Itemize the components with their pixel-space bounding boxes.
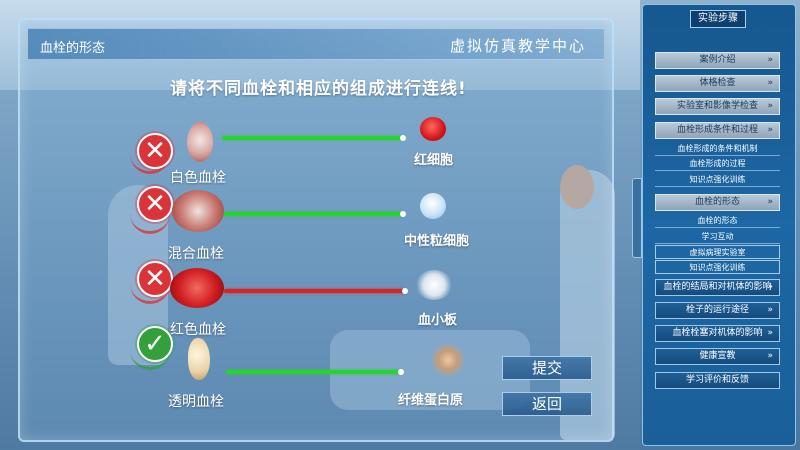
sidebar-title: 实验步骤 [690,10,746,28]
scene-wall [0,90,640,450]
chevron-down-icon: » [767,197,773,207]
chevron-right-icon: » [767,305,773,315]
back-button[interactable]: 返回 [502,392,592,416]
step-label: 健康宣教 [699,351,736,361]
step-health-education[interactable]: 健康宣教 » [655,348,780,365]
component-label: 红细胞 [414,153,454,168]
center-title: 虚拟仿真教学中心 [449,37,586,55]
instruction-text: 请将不同血栓和相应的组成进行连线! [170,79,467,99]
sub-morphology[interactable]: 血栓的形态 [655,214,780,228]
wrong-swirl-icon [130,212,170,234]
step-case-intro[interactable]: 案例介绍 » [655,52,780,69]
step-thrombus-formation[interactable]: 血栓形成条件和过程 » [655,122,780,139]
chevron-right-icon: » [767,78,773,88]
red-blood-cell-image[interactable] [420,117,446,141]
sidebar-collapse-handle[interactable] [632,178,642,258]
chevron-right-icon: » [767,351,773,361]
line-endpoint [400,211,406,217]
component-label: 中性粒细胞 [404,234,470,249]
step-label: 血栓的结局和对机体的影响 [663,282,772,292]
connection-line [224,212,404,216]
wrong-mark-icon: ✕ [137,261,173,297]
line-endpoint [402,288,408,294]
wrong-mark-icon: ✕ [137,186,173,222]
correct-mark-icon: ✓ [137,326,173,362]
step-label: 案例介绍 [699,55,736,65]
thrombus-label: 红色血栓 [170,322,226,338]
wrong-swirl-icon [130,152,170,174]
step-embolism-effects[interactable]: 血栓栓塞对机体的影响 » [655,325,780,342]
thrombus-label: 混合血栓 [168,246,224,262]
panel-title: 血栓的形态 [40,41,106,56]
connection-line [222,136,404,140]
step-label: 体格检查 [699,78,736,88]
panel-header: 血栓的形态 虚拟仿真教学中心 [28,28,604,60]
connection-line [226,370,402,374]
neutrophil-image[interactable] [420,193,446,219]
component-label: 纤维蛋白原 [398,393,464,408]
step-label: 栓子的运行途径 [685,305,749,315]
thrombus-label: 透明血栓 [168,394,224,410]
connection-line [224,289,406,293]
thrombus-label: 白色血栓 [170,170,226,186]
sub-formation-process[interactable]: 血栓形成的过程 [655,157,780,171]
chevron-down-icon: » [767,125,773,135]
chevron-right-icon: » [767,328,773,338]
step-label: 血栓栓塞对机体的影响 [672,328,763,338]
scene-doctor-head [560,165,594,209]
step-evaluation-feedback[interactable]: 学习评价和反馈 [655,372,780,389]
step-physical-exam[interactable]: 体格检查 » [655,75,780,92]
fibrinogen-image[interactable] [430,344,466,376]
sub-formation-conditions[interactable]: 血栓形成的条件和机制 [655,142,780,156]
sub-interactive-learning[interactable]: 学习互动 [655,230,780,244]
step-label: 血栓形成条件和过程 [676,125,758,135]
sub-virtual-pathology-lab[interactable]: 虚拟病理实验室 [655,245,780,259]
chevron-right-icon: » [767,282,773,292]
sub-knowledge-training-2[interactable]: 知识点强化训练 [655,260,780,274]
step-label: 实验室和影像学检查 [676,101,758,111]
hyaline-thrombus-image[interactable] [188,338,210,380]
mixed-thrombus-image[interactable] [172,190,224,232]
chevron-right-icon: » [767,55,773,65]
white-thrombus-image[interactable] [187,122,213,162]
sub-knowledge-training[interactable]: 知识点强化训练 [655,173,780,187]
step-thrombus-outcome[interactable]: 血栓的结局和对机体的影响 » [655,279,780,296]
step-thrombus-morphology[interactable]: 血栓的形态 » [655,194,780,211]
step-lab-imaging[interactable]: 实验室和影像学检查 » [655,98,780,115]
platelet-image[interactable] [416,270,452,300]
line-endpoint [398,369,404,375]
step-embolus-pathway[interactable]: 栓子的运行途径 » [655,302,780,319]
correct-swirl-icon [130,348,170,370]
line-endpoint [400,135,406,141]
wrong-swirl-icon [130,282,170,304]
submit-button[interactable]: 提交 [502,356,592,380]
step-label: 学习评价和反馈 [685,375,749,385]
red-thrombus-image[interactable] [170,268,224,308]
chevron-right-icon: » [767,101,773,111]
component-label: 血小板 [418,313,458,328]
wrong-mark-icon: ✕ [137,133,173,169]
step-label: 血栓的形态 [694,197,740,207]
